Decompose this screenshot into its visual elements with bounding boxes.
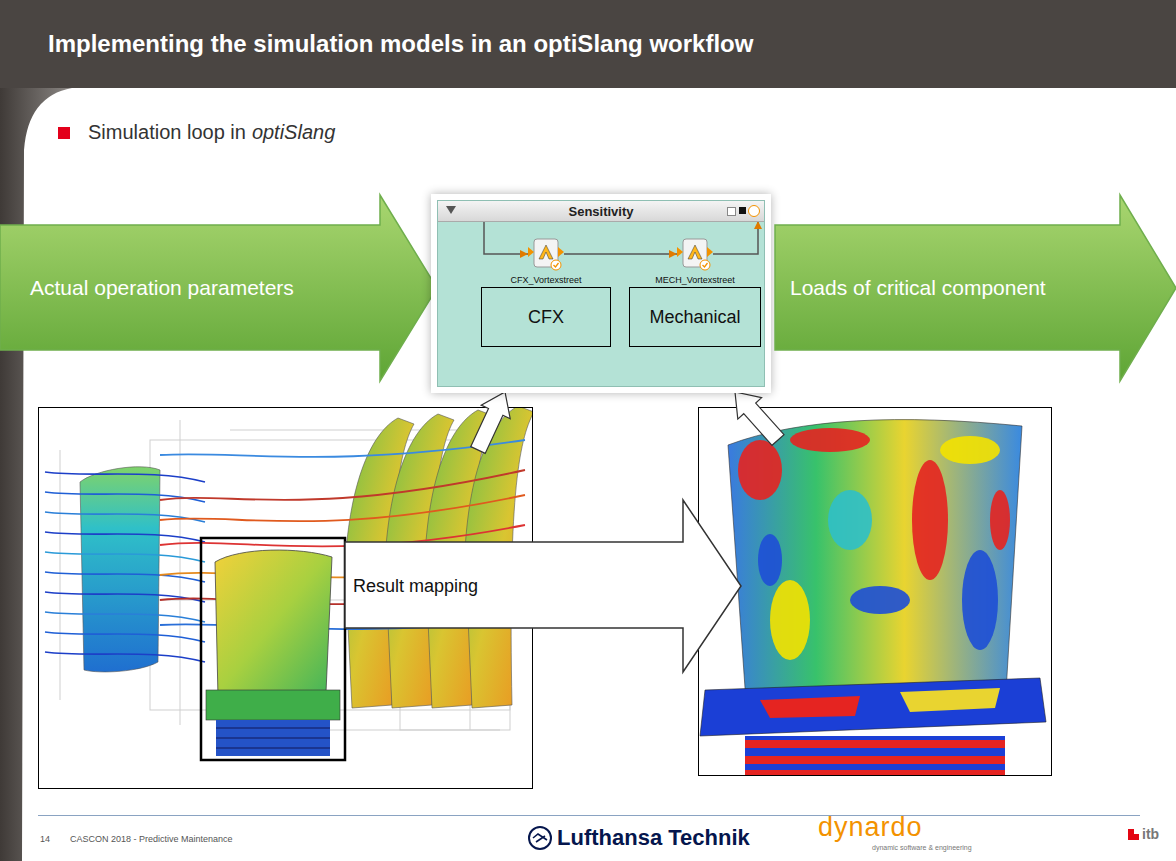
connector-line xyxy=(564,253,677,255)
panel-header: Sensitivity xyxy=(438,201,764,222)
arrow-label: Actual operation parameters xyxy=(30,276,294,300)
bullet-text: optiSlang xyxy=(252,121,335,144)
arrow-head xyxy=(669,250,677,258)
footer-note: CASCON 2018 - Predictive Maintenance xyxy=(70,834,233,844)
solver-box: CFX xyxy=(481,287,611,347)
arrow-label: Loads of critical component xyxy=(790,276,1046,300)
arrow-label: Result mapping xyxy=(353,576,478,597)
solver-box: Mechanical xyxy=(629,287,761,347)
panel-status-mark xyxy=(727,207,736,216)
solver-icon-art xyxy=(677,237,713,271)
solver-label: CFX xyxy=(482,288,610,346)
solver-icon xyxy=(677,237,713,271)
company-logo: itb xyxy=(1142,826,1159,842)
panel-title: Sensitivity xyxy=(438,204,764,219)
arrow-head xyxy=(520,250,528,258)
arrow-head xyxy=(754,221,762,229)
solver-node: CFX_VortexstreetCFX xyxy=(481,237,611,349)
solver-icon xyxy=(528,237,564,271)
solver-name: CFX_Vortexstreet xyxy=(481,275,611,285)
panel-status-mark xyxy=(739,207,746,214)
company-logo: Lufthansa Technik xyxy=(557,825,750,851)
connector-line xyxy=(484,221,528,254)
connector-layer xyxy=(438,201,764,386)
arrow-shape: Loads of critical component xyxy=(775,195,1176,381)
solver-name: MECH_Vortexstreet xyxy=(629,275,761,285)
bullet-text: Simulation loop in xyxy=(88,121,246,144)
company-logo: dynardo xyxy=(818,812,923,843)
slide-title: Implementing the simulation models in an… xyxy=(48,30,753,58)
logo-tagline: dynamic software & engineering xyxy=(872,844,972,851)
workflow-connector xyxy=(564,250,677,258)
arrow-shape: Result mapping xyxy=(345,500,741,672)
workflow-panel: SensitivityCFX_VortexstreetCFXMECH_Vorte… xyxy=(437,200,765,387)
solver-icon-art xyxy=(528,237,564,271)
solver-label: Mechanical xyxy=(630,288,760,346)
panel-start-mark xyxy=(446,206,456,214)
panel-status-mark xyxy=(748,205,760,217)
page-number: 14 xyxy=(40,834,50,844)
workflow-connector xyxy=(484,221,528,258)
connector-line xyxy=(713,221,758,254)
workflow-connector xyxy=(713,221,762,254)
arrow-shape: Actual operation parameters xyxy=(0,195,437,381)
solver-node: MECH_VortexstreetMechanical xyxy=(629,237,761,349)
